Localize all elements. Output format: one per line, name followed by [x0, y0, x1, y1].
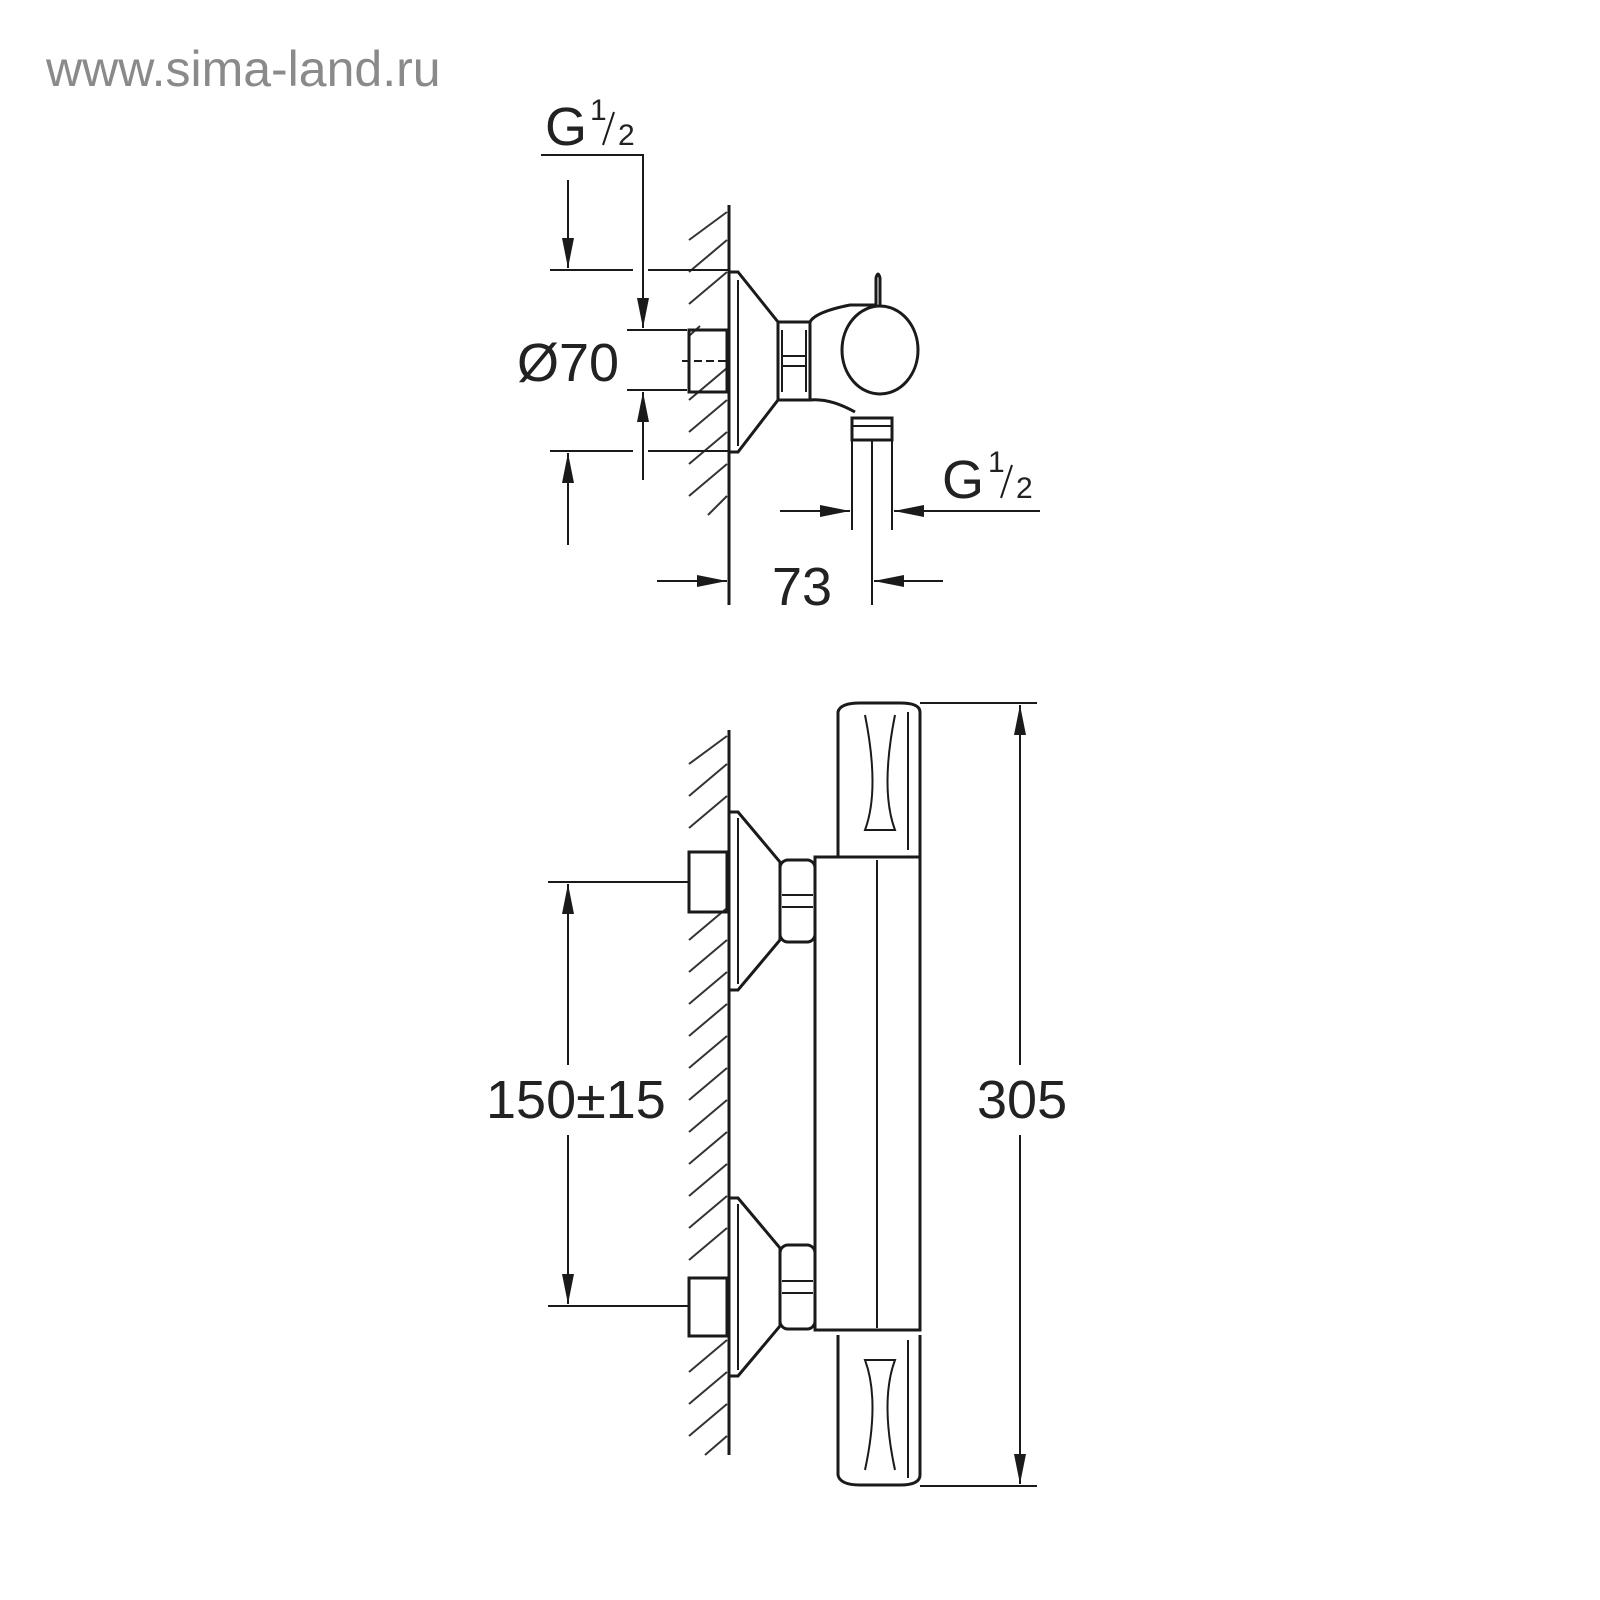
dimension-lines — [548, 702, 1037, 1487]
bottom-handle — [836, 1335, 922, 1487]
lower-nut — [778, 1243, 817, 1331]
projection-label: 73 — [772, 557, 832, 617]
lower-inlet-connector — [687, 1276, 729, 1338]
lower-flange — [729, 1196, 782, 1378]
total-height-label: 305 — [977, 1070, 1067, 1130]
outlet-thread-label: G 1 2 — [942, 446, 1033, 510]
front-view: 150±15 305 — [486, 701, 1067, 1487]
flange — [729, 270, 780, 454]
hex-nut — [776, 320, 812, 402]
upper-nut — [778, 858, 817, 944]
watermark: www.sima-land.ru — [46, 41, 441, 97]
thermostat-body — [813, 855, 922, 1332]
fraction-num: 1 — [590, 94, 607, 127]
side-view: G 1 2 Ø70 G 1 2 73 — [517, 94, 1040, 617]
knob-lever — [874, 272, 882, 306]
fraction-den: 2 — [1016, 472, 1033, 505]
upper-inlet-connector — [687, 850, 729, 914]
wall-hatching — [688, 730, 731, 1456]
fraction-den: 2 — [618, 119, 635, 152]
inlet-thread-label: G 1 2 — [545, 94, 635, 157]
control-knob — [840, 304, 920, 396]
thread-letter: G — [545, 97, 587, 157]
flange-diameter-label: Ø70 — [517, 333, 619, 393]
thread-letter: G — [942, 450, 984, 510]
upper-flange — [729, 810, 782, 992]
wall-hatching — [688, 205, 731, 605]
inlet-spacing-label: 150±15 — [486, 1070, 666, 1130]
top-handle — [836, 701, 922, 857]
fraction-num: 1 — [988, 446, 1005, 479]
outlet-nut — [850, 416, 894, 442]
valve-body — [808, 303, 875, 414]
dimension-lines — [541, 154, 1040, 587]
